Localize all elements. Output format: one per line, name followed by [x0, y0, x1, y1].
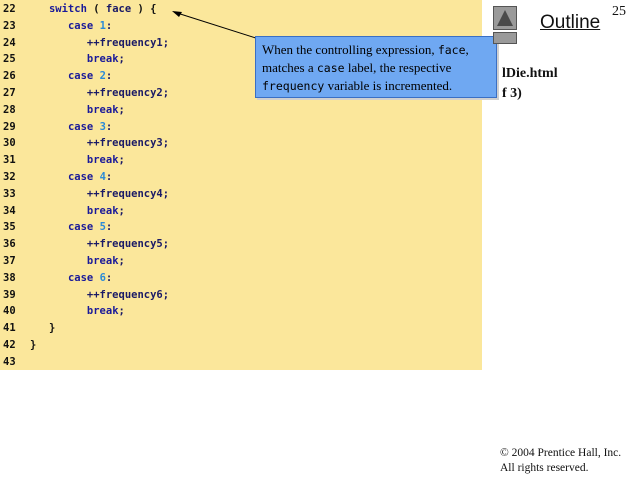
code-text: ++frequency6;: [30, 288, 170, 301]
line-number: 37: [3, 255, 16, 267]
code-text: case 2:: [67, 70, 113, 83]
file-name: lDie.html: [502, 66, 558, 81]
code-line: 22 switch ( face ) {: [0, 1, 482, 18]
line-number: 39: [3, 288, 16, 301]
code-line: 40 break;: [0, 303, 482, 320]
code-text: case 4:: [67, 171, 113, 183]
code-text: }: [48, 322, 56, 335]
line-number: 33: [3, 187, 16, 200]
file-part: f 3): [502, 86, 522, 101]
line-number: 28: [3, 103, 16, 116]
line-number: 24: [3, 36, 16, 49]
previous-slide-button[interactable]: [493, 6, 517, 30]
callout-box: When the controlling expression, face, m…: [255, 36, 497, 98]
line-number: 41: [3, 322, 16, 335]
line-number: 30: [3, 137, 16, 150]
line-number: 32: [3, 171, 16, 183]
next-slide-button[interactable]: [493, 32, 517, 44]
copyright-line: © 2004 Prentice Hall, Inc.: [500, 447, 622, 459]
copyright-footer: © 2004 Prentice Hall, Inc. All rights re…: [500, 446, 621, 476]
line-number: 23: [3, 19, 16, 32]
line-number: 27: [3, 87, 16, 99]
code-text: break;: [86, 154, 125, 167]
outline-title[interactable]: Outline: [540, 12, 601, 33]
line-number: 43: [3, 355, 16, 368]
code-line: 32 case 4:: [0, 169, 482, 186]
line-number: 38: [3, 271, 16, 284]
line-number: 29: [3, 120, 16, 133]
code-text: break;: [86, 305, 125, 318]
code-text: break;: [86, 53, 125, 66]
line-number: 26: [3, 70, 16, 83]
code-text: break;: [86, 103, 125, 116]
code-text: ++frequency3;: [30, 137, 170, 150]
code-line: 42}: [0, 337, 482, 354]
code-line: 26 case 2:: [0, 68, 482, 85]
code-text: case 6:: [67, 271, 113, 284]
code-line: 30 ++frequency3;: [0, 135, 482, 152]
code-text: ++frequency1;: [30, 36, 170, 49]
line-number: 31: [3, 154, 16, 167]
code-text: case 3:: [67, 120, 113, 133]
rights-line: All rights reserved.: [500, 462, 589, 474]
code-line: 38 case 6:: [0, 270, 482, 287]
code-line: 43: [0, 354, 482, 371]
code-text: case 1:: [67, 19, 113, 32]
line-number: 34: [3, 204, 16, 217]
callout-text: When the controlling expression, face, m…: [262, 42, 469, 93]
page-number: 25: [612, 4, 626, 19]
code-text: switch ( face ) {: [48, 3, 157, 15]
code-line: 34 break;: [0, 203, 482, 220]
code-line: 27 ++frequency2;: [0, 85, 482, 102]
line-number: 22: [3, 3, 16, 15]
code-text: break;: [86, 204, 125, 217]
code-line: 28 break;: [0, 102, 482, 119]
code-text: break;: [86, 255, 125, 267]
code-line: 35 case 5:: [0, 219, 482, 236]
code-line: 29 case 3:: [0, 119, 482, 136]
code-line: 33 ++frequency4;: [0, 186, 482, 203]
code-line: 24 ++frequency1;: [0, 35, 482, 52]
code-line: 25 break;: [0, 51, 482, 68]
code-text: ++frequency4;: [30, 187, 170, 200]
line-number: 42: [3, 339, 16, 351]
code-line: 23 case 1:: [0, 18, 482, 35]
line-number: 35: [3, 221, 16, 234]
code-text: }: [30, 339, 37, 351]
code-text: ++frequency5;: [30, 238, 170, 251]
line-number: 40: [3, 305, 16, 318]
code-line: 41 }: [0, 320, 482, 337]
code-line: 36 ++frequency5;: [0, 236, 482, 253]
code-line: 37 break;: [0, 253, 482, 270]
line-number: 25: [3, 53, 16, 66]
code-text: ++frequency2;: [30, 87, 170, 99]
code-line: 31 break;: [0, 152, 482, 169]
line-number: 36: [3, 238, 16, 251]
code-text: case 5:: [67, 221, 113, 234]
code-line: 39 ++frequency6;: [0, 287, 482, 304]
triangle-up-icon: [497, 10, 513, 26]
